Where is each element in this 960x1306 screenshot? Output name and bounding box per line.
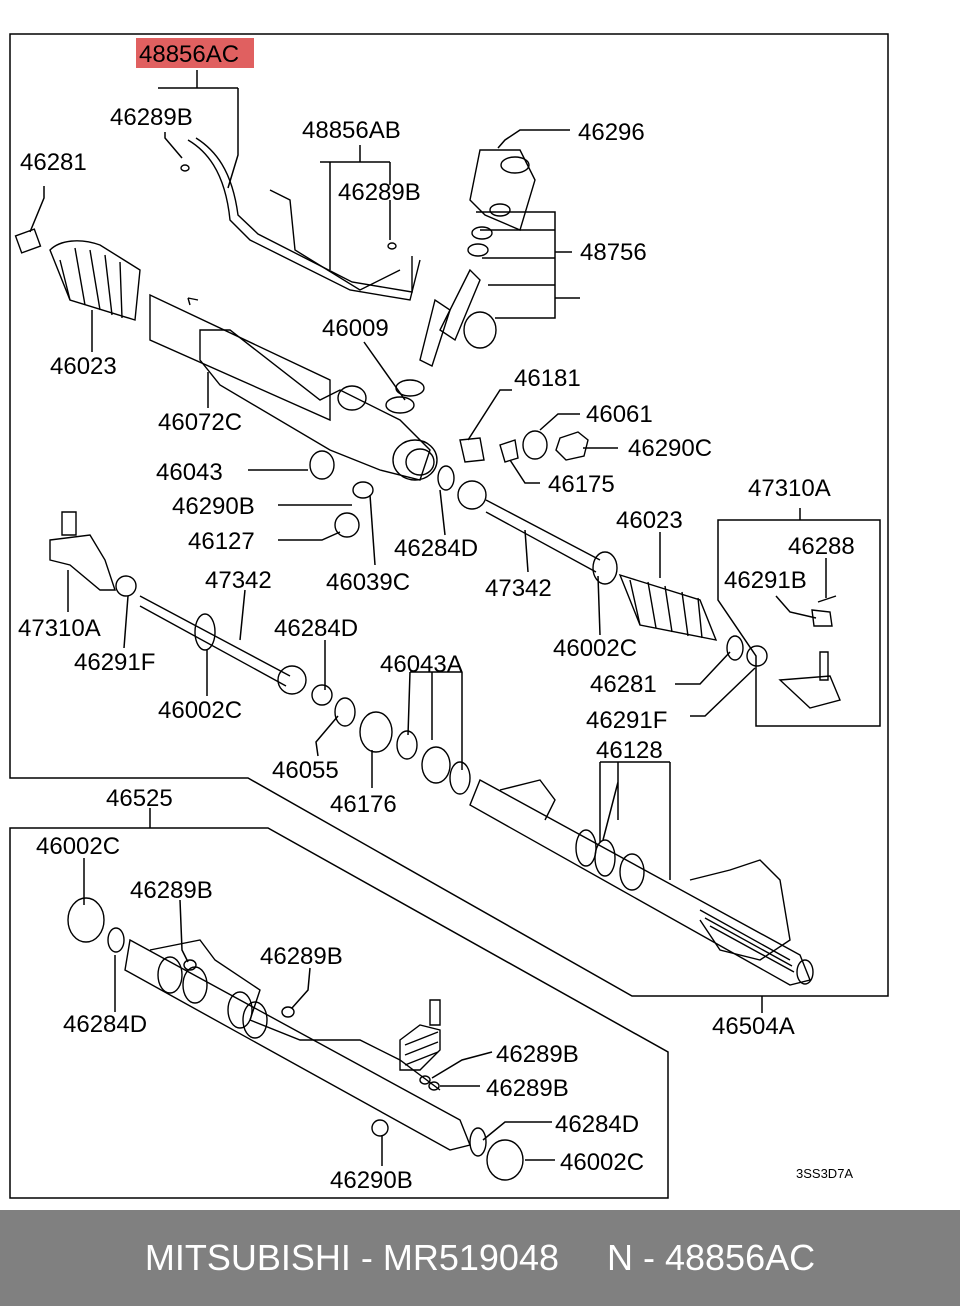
- label-46043: 46043: [156, 459, 223, 486]
- tie-rod-box: [717, 519, 881, 727]
- part-drawings: [14, 137, 841, 1181]
- label-46525: 46525: [106, 785, 173, 812]
- label-46284d-c: 46284D: [63, 1011, 147, 1038]
- label-46002c-b: 46002C: [158, 697, 242, 724]
- label-46289b-d: 46289B: [260, 943, 343, 970]
- label-46128: 46128: [596, 737, 663, 764]
- leader-lines: [29, 70, 827, 1166]
- label-46296: 46296: [578, 119, 645, 146]
- label-46002c-c: 46002C: [36, 833, 120, 860]
- label-46504a: 46504A: [712, 1013, 795, 1040]
- lower-frame: [9, 827, 669, 1199]
- label-46284d-d: 46284D: [555, 1111, 639, 1138]
- label-47310a-b: 47310A: [18, 615, 101, 642]
- label-46284d-a: 46284D: [394, 535, 478, 562]
- label-46043a: 46043A: [380, 651, 463, 678]
- label-48756: 48756: [580, 239, 647, 266]
- label-46289b-e: 46289B: [496, 1041, 579, 1068]
- label-46289b-b: 46289B: [338, 179, 421, 206]
- label-46061: 46061: [586, 401, 653, 428]
- label-47342-b: 47342: [485, 575, 552, 602]
- label-46176: 46176: [330, 791, 397, 818]
- label-46281-a: 46281: [20, 149, 87, 176]
- label-46290b-a: 46290B: [172, 493, 255, 520]
- label-48856ac: 48856AC: [139, 41, 239, 68]
- label-46290b-b: 46290B: [330, 1167, 413, 1194]
- label-46023-b: 46023: [616, 507, 683, 534]
- label-46002c-d: 46002C: [560, 1149, 644, 1176]
- footer-reference: N - 48856AC: [607, 1237, 816, 1278]
- main-frame: [9, 33, 889, 997]
- footer-bar: MITSUBISHI - MR519048 N - 48856AC: [0, 1210, 960, 1306]
- label-46009: 46009: [322, 315, 389, 342]
- label-46072c: 46072C: [158, 409, 242, 436]
- label-46291f-a: 46291F: [74, 649, 155, 676]
- label-46023-a: 46023: [50, 353, 117, 380]
- label-47310a-a: 47310A: [748, 475, 831, 502]
- label-46289b-f: 46289B: [486, 1075, 569, 1102]
- label-46289b-c: 46289B: [130, 877, 213, 904]
- label-46288: 46288: [788, 533, 855, 560]
- footer-brand-part: MITSUBISHI - MR519048: [144, 1237, 559, 1278]
- diagram-code: 3SS3D7A: [796, 1166, 853, 1181]
- label-46281-b: 46281: [590, 671, 657, 698]
- label-46284d-b: 46284D: [274, 615, 358, 642]
- label-46039c: 46039C: [326, 569, 410, 596]
- label-46291f-b: 46291F: [586, 707, 667, 734]
- label-46291b: 46291B: [724, 567, 807, 594]
- label-46055: 46055: [272, 757, 339, 784]
- label-46181: 46181: [514, 365, 581, 392]
- label-46002c-a: 46002C: [553, 635, 637, 662]
- label-46289b-a: 46289B: [110, 104, 193, 131]
- label-47342-a: 47342: [205, 567, 272, 594]
- highlight-48856ac: [136, 38, 254, 68]
- label-46175: 46175: [548, 471, 615, 498]
- parts-diagram: 48856AC 46289B 48856AB 46296 46281 46289…: [9, 33, 889, 1199]
- label-48856ab: 48856AB: [302, 117, 401, 144]
- label-46127: 46127: [188, 528, 255, 555]
- label-46290c: 46290C: [628, 435, 712, 462]
